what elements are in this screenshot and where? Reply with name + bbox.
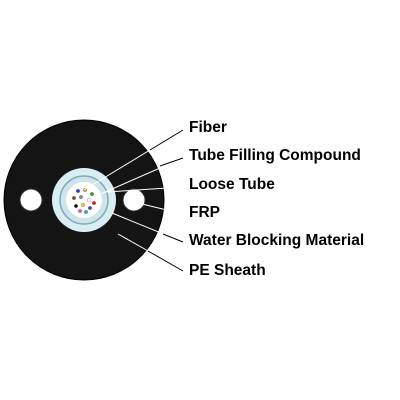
- fiber-dot: [79, 195, 83, 199]
- fiber-bundle: [72, 188, 96, 214]
- fiber-dot: [81, 203, 85, 207]
- frp-left: [19, 188, 43, 212]
- label-tube-filling-compound: Tube Filling Compound: [189, 147, 361, 164]
- fiber-dot: [90, 192, 94, 196]
- fiber-dot: [72, 196, 76, 200]
- leader-line-fiber-outside: [149, 129, 184, 151]
- label-fiber: Fiber: [189, 119, 227, 136]
- fiber-dot: [87, 198, 91, 202]
- label-water-blocking-material: Water Blocking Material: [189, 232, 365, 249]
- frp-right: [122, 188, 146, 212]
- fiber-dot: [88, 206, 92, 210]
- leader-line-tube-filling: [95, 157, 184, 197]
- fiber-dot: [92, 201, 96, 205]
- leader-line-loose-tube: [105, 186, 184, 193]
- fiber-dot: [78, 209, 82, 213]
- label-frp: FRP: [189, 204, 220, 221]
- fiber-dot: [76, 189, 80, 193]
- tube-filling-compound: [66, 182, 102, 218]
- leader-line-tube-filling-outside: [159, 157, 184, 167]
- fiber-dot: [84, 210, 88, 214]
- fiber-dot: [74, 204, 78, 208]
- label-pe-sheath: PE Sheath: [189, 262, 266, 279]
- leader-line-frp: [137, 202, 184, 215]
- leader-line-pe-sheath-outside: [147, 250, 184, 272]
- leader-line-water-blocking-outside: [162, 233, 184, 243]
- label-loose-tube: Loose Tube: [189, 176, 275, 193]
